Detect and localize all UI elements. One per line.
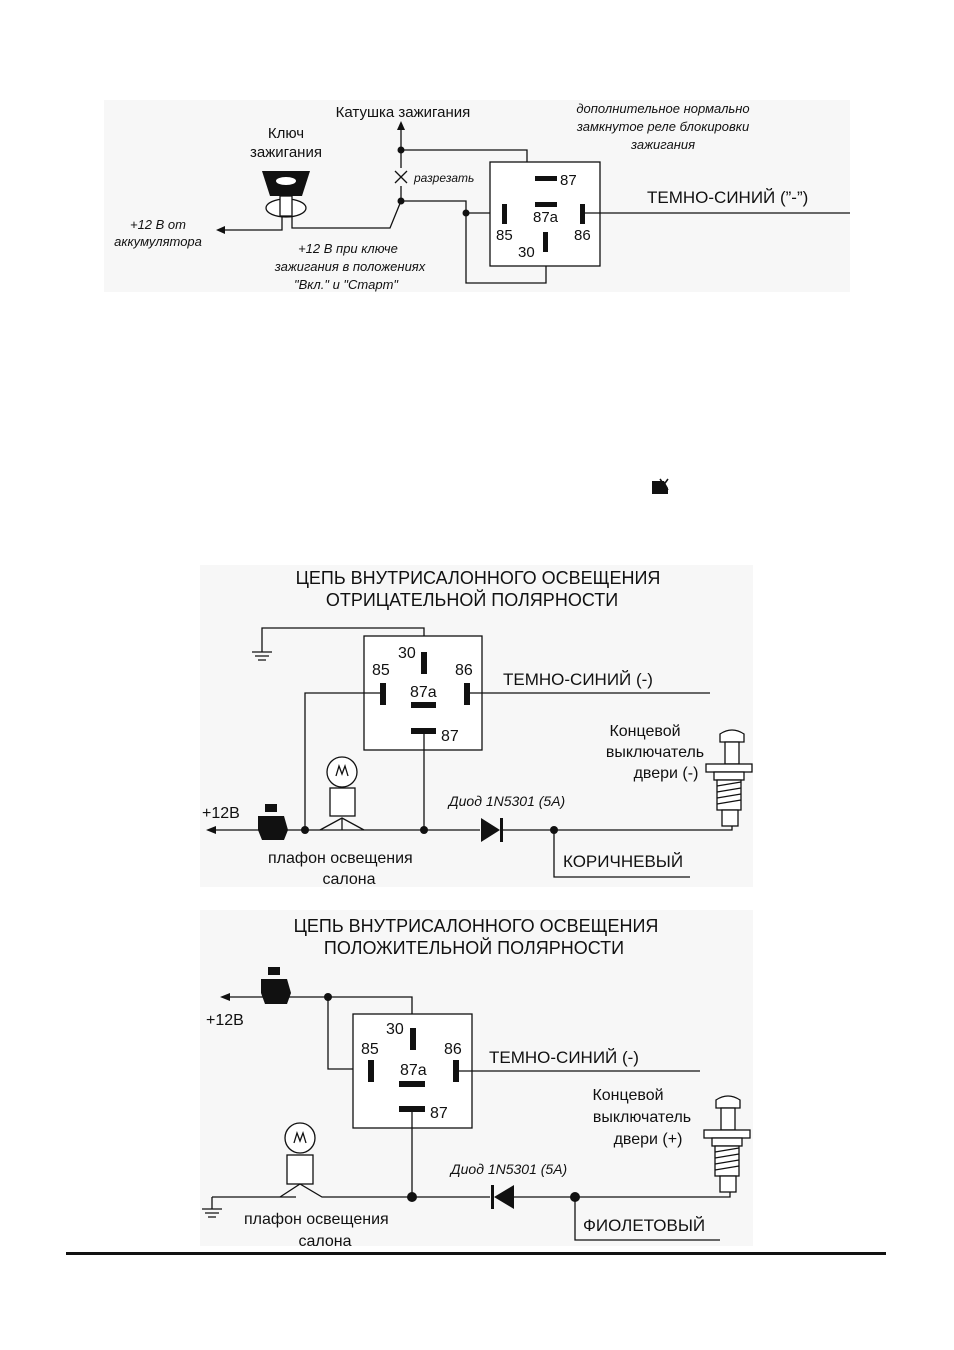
cut-mark-icon [394,170,408,184]
positive-ground-icon [202,1197,222,1218]
top-pin-86: 86 [574,227,591,244]
key-label-line1: Ключ [268,125,304,142]
coil-label: Катушка зажигания [336,104,471,121]
positive-lamp-label-line2: салона [298,1233,351,1250]
negative-pin-30: 30 [398,645,416,662]
top-diagram: Катушка зажигания дополнительное нормаль… [114,101,850,292]
cut-label: разрезать [413,171,474,185]
negative-lamp-label-line1: плафон освещения [268,850,413,867]
positive-lamp-icon [284,1122,316,1185]
ground-icon [252,651,272,661]
positive-color-wire-label: ФИОЛЕТОВЫЙ [583,1216,705,1235]
ignition-label-line3: "Вкл." и "Старт" [294,277,399,292]
positive-plus-arrow-icon [220,993,230,1001]
ignition-key-icon [262,171,310,218]
positive-door-switch-icon [703,1095,751,1193]
positive-diode-label: Диод 1N5301 (5A) [449,1161,567,1177]
top-pin-30: 30 [518,244,535,261]
positive-pin-87: 87 [430,1105,448,1122]
relay-note-line3: зажигания [630,137,695,152]
positive-plus-label: +12В [206,1012,244,1029]
positive-pin-87a: 87a [400,1062,427,1079]
negative-fuse-icon [258,804,288,840]
negative-title-line1: ЦЕПЬ ВНУТРИСАЛОННОГО ОСВЕЩЕНИЯ [296,568,661,588]
negative-pin-86: 86 [455,662,473,679]
battery-label-line1: +12 В от [130,217,186,232]
negative-plus-arrow-icon [206,826,216,834]
key-label-line2: зажигания [250,144,322,161]
negative-door-switch-icon [705,729,753,827]
positive-fuse-icon [261,967,291,1004]
positive-lamp-label-line1: плафон освещения [244,1211,389,1228]
top-panel [104,100,850,292]
negative-switch-label-line3: двери (-) [634,765,699,782]
negative-pin-85: 85 [372,662,390,679]
negative-lamp-icon [326,756,358,830]
coil-arrow-icon [397,121,405,130]
positive-title-line2: ПОЛОЖИТЕЛЬНОЙ ПОЛЯРНОСТИ [324,937,624,958]
negative-pin-87a: 87a [410,684,437,701]
positive-panel [200,910,753,1246]
positive-diode-icon [491,1185,514,1209]
negative-title-line2: ОТРИЦАТЕЛЬНОЙ ПОЛЯРНОСТИ [326,589,618,610]
top-pin-87a: 87a [533,209,559,226]
top-wire-label: ТЕМНО-СИНИЙ (”-”) [647,188,808,207]
negative-wire-label: ТЕМНО-СИНИЙ (-) [503,670,653,689]
positive-diagram: ЦЕПЬ ВНУТРИСАЛОННОГО ОСВЕЩЕНИЯ ПОЛОЖИТЕЛ… [202,916,751,1250]
ignition-label-line2: зажигания в положениях [274,259,426,274]
top-pin-87: 87 [560,172,577,189]
positive-pin-86: 86 [444,1041,462,1058]
relay-note-line1: дополнительное нормально [576,101,749,116]
positive-switch-label-line3: двери (+) [614,1131,683,1148]
positive-switch-label-line1: Концевой [592,1087,663,1104]
negative-diagram: ЦЕПЬ ВНУТРИСАЛОННОГО ОСВЕЩЕНИЯ ОТРИЦАТЕЛ… [202,568,753,888]
negative-color-wire-label: КОРИЧНЕВЫЙ [563,852,683,871]
negative-diode-icon [481,818,503,842]
negative-switch-label-line1: Концевой [609,723,680,740]
negative-diode-label: Диод 1N5301 (5A) [447,793,565,809]
footer-rule [66,1252,886,1255]
ignition-label-line1: +12 В при ключе [298,241,398,256]
negative-lamp-label-line2: салона [322,871,375,888]
positive-wire-label: ТЕМНО-СИНИЙ (-) [489,1048,639,1067]
positive-title-line1: ЦЕПЬ ВНУТРИСАЛОННОГО ОСВЕЩЕНИЯ [294,916,659,936]
battery-label-line2: аккумулятора [114,234,202,249]
top-pin-85: 85 [496,227,513,244]
positive-switch-label-line2: выключатель [593,1109,691,1126]
negative-pin-87: 87 [441,728,459,745]
negative-switch-label-line2: выключатель [606,744,704,761]
positive-pin-30: 30 [386,1021,404,1038]
positive-pin-85: 85 [361,1041,379,1058]
negative-plus-label: +12В [202,805,240,822]
relay-note-line2: замкнутое реле блокировки [576,119,749,134]
car-icon [652,478,669,494]
battery-arrow-icon [216,226,225,234]
